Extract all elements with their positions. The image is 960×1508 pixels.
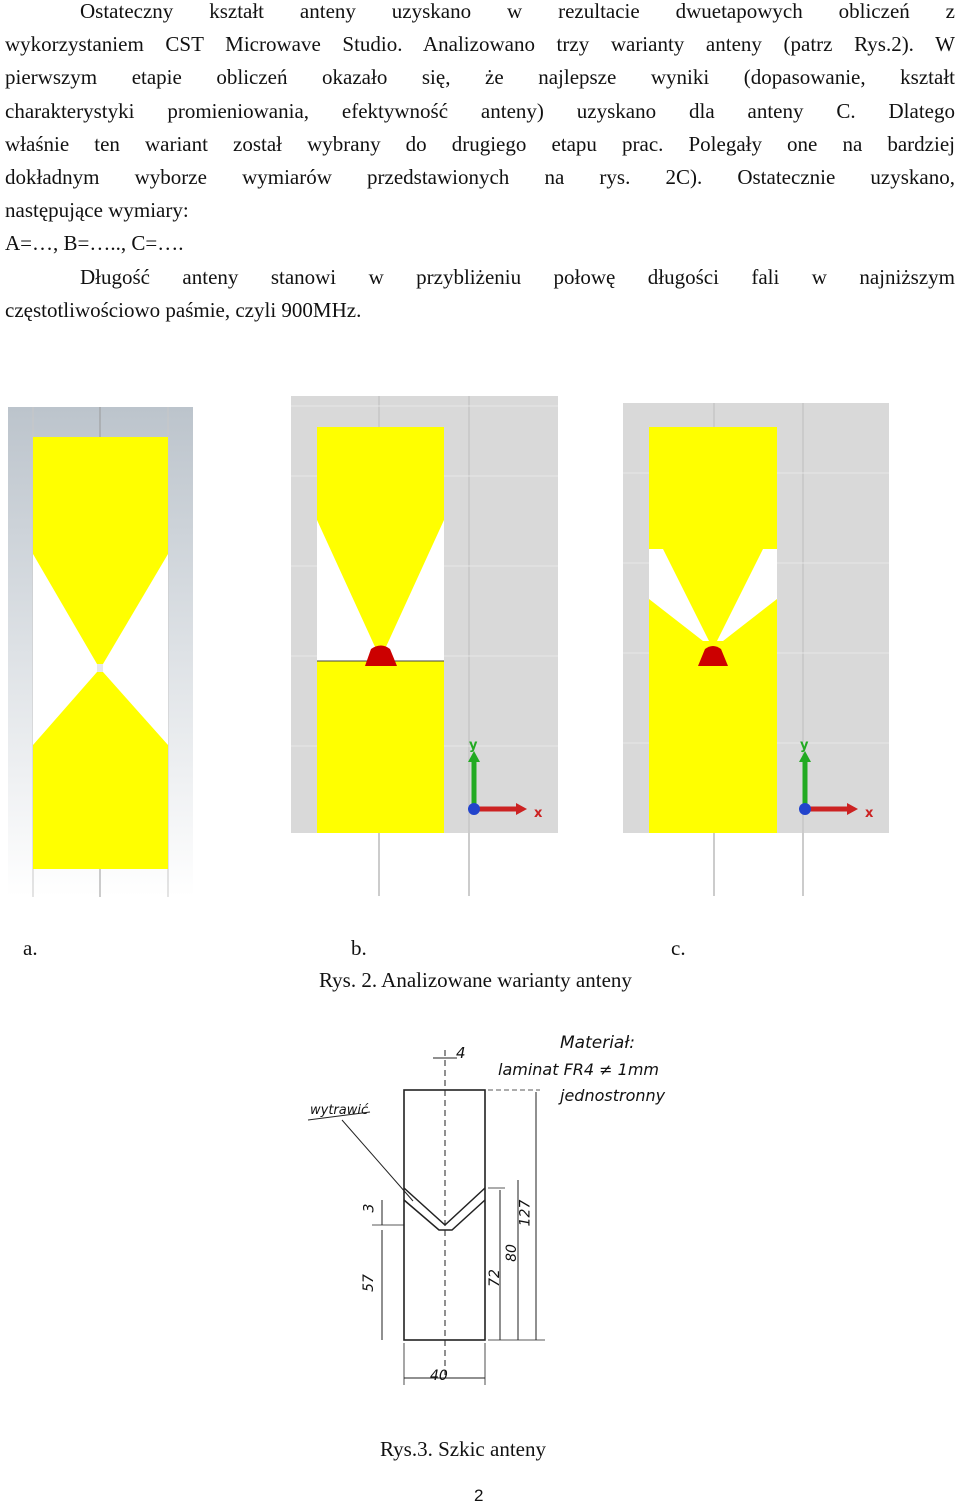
paragraph-length: Długość anteny stanowi w przybliżeniu po…: [5, 261, 955, 327]
figure3-caption: Rys.3. Szkic anteny: [380, 1437, 546, 1461]
figure2-caption: Rys. 2. Analizowane warianty anteny: [319, 968, 632, 992]
text-line: charakterystyki promieniowania, efektywn…: [5, 98, 955, 123]
text-line: pierwszym etapie obliczeń okazało się, ż…: [5, 65, 955, 90]
figure-label-b: b.: [351, 936, 367, 960]
text-line: wykorzystaniem CST Microwave Studio. Ana…: [5, 32, 955, 57]
upper-radiator: [317, 427, 444, 649]
axis-x-label: x: [534, 806, 543, 821]
feed-port: [698, 646, 728, 666]
figure-label-c: c.: [671, 936, 686, 960]
sketch-note-laminate: laminat FR4 ≠ 1mm: [498, 1060, 660, 1079]
text-line: dokładnym wyborze wymiarów przedstawiony…: [5, 164, 955, 189]
sketch-dim-72: 72: [486, 1269, 503, 1287]
sketch-note-material: Materiał:: [560, 1033, 635, 1053]
axis-x-label: x: [865, 806, 874, 821]
sketch-dim-40: 40: [430, 1368, 448, 1384]
axis-triad: [799, 751, 858, 815]
text-line: właśnie ten wariant został wybrany do dr…: [5, 131, 955, 156]
feed-port: [365, 645, 397, 666]
sketch-dim-80: 80: [503, 1244, 520, 1262]
sketch-dim-top: 4: [456, 1044, 466, 1062]
antenna-variant-b: y x: [291, 396, 558, 896]
paragraph-intro: Ostateczny kształt anteny uzyskano w rez…: [5, 0, 955, 261]
text-line: Ostateczny kształt anteny uzyskano w rez…: [80, 0, 955, 23]
antenna-sketch: [300, 1030, 680, 1400]
sketch-dim-127: 127: [517, 1199, 534, 1227]
text-line: Długość anteny stanowi w przybliżeniu po…: [80, 265, 955, 289]
text-line: następujące wymiary:: [5, 198, 189, 223]
antenna-variant-c: y x: [623, 403, 889, 896]
dimensions-line: A=…, B=….., C=….: [5, 231, 184, 256]
text-line: częstotliwościowo paśmie, czyli 900MHz.: [5, 298, 362, 323]
sketch-note-etch: wytrawić: [310, 1103, 369, 1118]
lower-radiator: [33, 672, 168, 869]
sketch-dim-3: 3: [361, 1203, 378, 1213]
etched-slot-left: [649, 549, 709, 641]
axis-y-label: y: [469, 738, 478, 753]
axis-triad: [468, 751, 527, 815]
etched-slot-right: [717, 549, 777, 641]
sketch-dim-57: 57: [360, 1274, 377, 1292]
figure-label-a: a.: [23, 936, 38, 960]
page-number: 2: [474, 1486, 484, 1505]
axis-y-label: y: [800, 738, 809, 753]
sketch-note-single-side: jednostronny: [560, 1086, 666, 1105]
antenna-variant-a: [8, 407, 193, 897]
ground-plane: [649, 427, 777, 833]
ground-plane: [317, 661, 444, 833]
upper-radiator: [33, 437, 168, 664]
